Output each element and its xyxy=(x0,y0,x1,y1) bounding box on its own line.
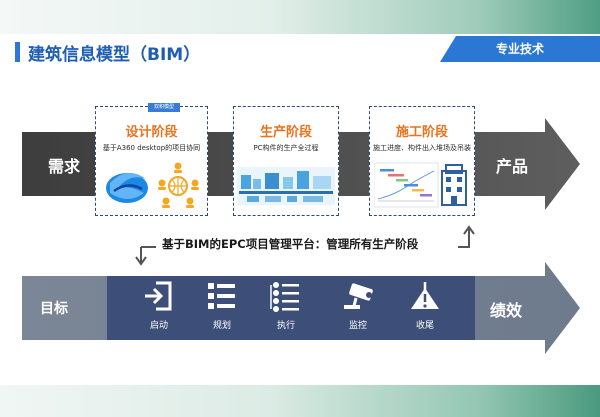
title-accent-bar xyxy=(15,42,20,62)
construction-stage-card: 施工阶段 施工进度、构件出入堆场及吊装 xyxy=(369,106,475,216)
camera-icon xyxy=(344,283,373,309)
a360-collaboration-icon xyxy=(106,162,199,208)
top-decorative-band xyxy=(0,0,600,34)
enter-icon xyxy=(145,281,172,311)
section-tag: 专业技术 xyxy=(440,36,600,62)
plan-list-icon xyxy=(208,283,235,309)
warning-flag-icon xyxy=(411,282,439,309)
construction-stage-title: 施工阶段 xyxy=(395,125,448,140)
factory-production-illustration xyxy=(237,167,335,205)
production-stage-card: 生产阶段 PC构件的生产全过程 xyxy=(233,106,339,216)
demand-label: 需求 xyxy=(48,157,81,176)
checklist-icon xyxy=(270,282,299,312)
production-stage-desc: PC构件的生产全过程 xyxy=(253,144,319,152)
performance-label: 绩效 xyxy=(490,301,523,320)
step-plan-label: 规划 xyxy=(212,321,231,331)
step-monitor-label: 监控 xyxy=(348,321,367,331)
schedule-building-illustration xyxy=(374,162,467,208)
model-badge: 双积模型 xyxy=(148,103,180,112)
product-label: 产品 xyxy=(496,157,529,176)
platform-connector-line xyxy=(135,225,475,266)
step-start-label: 启动 xyxy=(149,321,168,331)
construction-stage-desc: 施工进度、构件出入堆场及吊装 xyxy=(373,144,471,152)
production-stage-title: 生产阶段 xyxy=(259,125,312,140)
goal-label: 目标 xyxy=(40,301,68,317)
step-close-label: 收尾 xyxy=(415,321,434,331)
design-stage-desc: 基于A360 desktop的项目协同 xyxy=(102,144,201,152)
design-stage-card: 设计阶段 基于A360 desktop的项目协同 xyxy=(95,106,208,216)
page-title: 建筑信息模型（BIM） xyxy=(28,45,201,65)
design-stage-title: 设计阶段 xyxy=(125,125,178,140)
bottom-decorative-band xyxy=(0,385,600,417)
step-execute-label: 执行 xyxy=(276,321,295,331)
platform-caption: 基于BIM的EPC项目管理平台：管理所有生产阶段 xyxy=(162,237,419,251)
